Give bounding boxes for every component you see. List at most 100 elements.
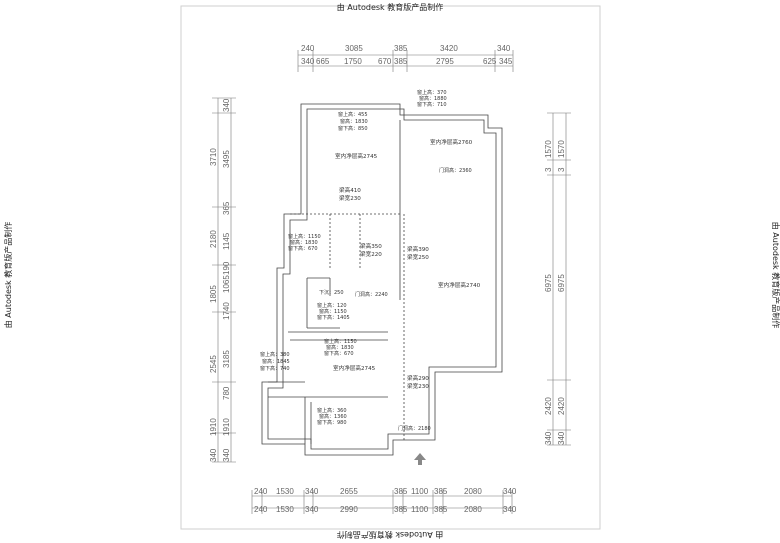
dim-text: 340 bbox=[503, 487, 517, 496]
door-height-label: 门洞高：2180 bbox=[398, 425, 431, 432]
window-notes: 窗上高：370 窗高：1880 窗下高：710 窗上高：455 窗高：1830 … bbox=[260, 89, 447, 426]
beam-text: 梁宽230 bbox=[339, 194, 361, 202]
dim-text: 2545 bbox=[209, 355, 218, 373]
dims-right: 1570 3 6975 2420 340 1570 3 6975 2420 34… bbox=[544, 140, 566, 445]
note-text: 窗下高：710 bbox=[417, 101, 447, 108]
dim-text: 340 bbox=[222, 98, 231, 112]
note-text: 窗上高：380 bbox=[260, 351, 290, 358]
dim-text: 1530 bbox=[276, 505, 294, 514]
watermark-top: 由 Autodesk 教育版产品制作 bbox=[337, 2, 443, 12]
dim-text: 1100 bbox=[411, 505, 429, 514]
note-text: 窗高：1880 bbox=[419, 95, 447, 102]
dim-text: 2990 bbox=[340, 505, 358, 514]
dim-text: 1740 bbox=[222, 302, 231, 320]
sheet-frame bbox=[180, 5, 601, 530]
beam-notes: 梁高410 梁宽230 梁高350 梁宽220 梁高390 梁宽250 梁高29… bbox=[339, 186, 429, 390]
door-height-label: 门洞高：2240 bbox=[355, 291, 388, 298]
dim-text: 6975 bbox=[557, 274, 566, 292]
dim-text: 340 bbox=[209, 448, 218, 462]
dim-text: 3420 bbox=[440, 44, 458, 53]
note-text: 窗高：1830 bbox=[340, 118, 368, 125]
note-text: 窗下高：740 bbox=[260, 365, 290, 372]
dim-text: 665 bbox=[316, 57, 330, 66]
door-height-label: 门洞高：2360 bbox=[439, 167, 472, 174]
dim-text: 340 bbox=[305, 505, 319, 514]
dim-text: 340 bbox=[557, 431, 566, 445]
dim-text: 385 bbox=[394, 44, 408, 53]
dim-text: 340 bbox=[301, 57, 315, 66]
note-text: 窗上高：1150 bbox=[288, 233, 321, 240]
dim-text: 3085 bbox=[345, 44, 363, 53]
dim-text: 340 bbox=[222, 448, 231, 462]
dim-text: 670 bbox=[378, 57, 392, 66]
dim-text: 340 bbox=[305, 487, 319, 496]
dim-text: 345 bbox=[499, 57, 513, 66]
dim-text: 3495 bbox=[222, 150, 231, 168]
note-text: 窗高：1360 bbox=[319, 413, 347, 420]
dim-text: 3185 bbox=[222, 350, 231, 368]
dim-text: 2795 bbox=[436, 57, 454, 66]
dim-text: 1570 bbox=[544, 140, 553, 158]
note-text: 窗上高：360 bbox=[317, 407, 347, 414]
dim-text: 385 bbox=[434, 487, 448, 496]
dim-text: 2180 bbox=[209, 230, 218, 248]
note-text: 窗上高：1150 bbox=[324, 338, 357, 345]
beam-text: 梁宽220 bbox=[360, 250, 382, 258]
note-text: 窗高：1845 bbox=[262, 358, 290, 365]
room-height-label: 室内净层高2745 bbox=[335, 152, 378, 160]
lowered-floor-label: 下沉：250 bbox=[319, 289, 344, 296]
beam-text: 梁高410 bbox=[339, 186, 361, 194]
dim-text: 780 bbox=[222, 386, 231, 400]
dim-text: 2420 bbox=[544, 397, 553, 415]
watermark-left: 由 Autodesk 教育版产品制作 bbox=[3, 222, 13, 328]
note-text: 窗下高：1405 bbox=[317, 314, 350, 321]
dim-text: 1570 bbox=[557, 140, 566, 158]
door-notes: 门洞高：2360 门洞高：2240 门洞高：2180 下沉：250 bbox=[319, 167, 472, 432]
note-text: 窗高：1150 bbox=[319, 308, 347, 315]
dim-text: 1145 bbox=[222, 232, 231, 250]
note-text: 窗高：1830 bbox=[290, 239, 318, 246]
dims-top: 240 3085 385 3420 340 340 665 1750 670 3… bbox=[301, 44, 513, 66]
dims-bottom: 240 1530 340 2655 385 1100 385 2080 340 … bbox=[254, 487, 517, 514]
dim-text: 240 bbox=[254, 505, 268, 514]
dim-text: 1805 bbox=[209, 285, 218, 303]
dim-text: 1065 bbox=[222, 275, 231, 293]
dim-text: 6975 bbox=[544, 274, 553, 292]
dim-text: 340 bbox=[497, 44, 511, 53]
dim-text: 2080 bbox=[464, 487, 482, 496]
room-labels: 室内净层高2745 室内净层高2760 室内净层高2740 室内净层高2745 bbox=[333, 138, 481, 372]
dim-text: 1910 bbox=[222, 418, 231, 436]
note-text: 窗上高：455 bbox=[338, 111, 368, 118]
room-height-label: 室内净层高2740 bbox=[438, 281, 481, 289]
note-text: 窗下高：670 bbox=[288, 245, 318, 252]
note-text: 窗高：1830 bbox=[326, 344, 354, 351]
note-text: 窗上高：120 bbox=[317, 302, 347, 309]
beam-text: 梁宽230 bbox=[407, 382, 429, 390]
note-text: 窗下高：980 bbox=[317, 419, 347, 426]
walls bbox=[261, 103, 503, 456]
beam-text: 梁宽250 bbox=[407, 253, 429, 261]
dim-text: 240 bbox=[301, 44, 315, 53]
beam-text: 梁高390 bbox=[407, 245, 429, 253]
beam-text: 梁高350 bbox=[360, 242, 382, 250]
dim-text: 2080 bbox=[464, 505, 482, 514]
entrance-arrow-icon bbox=[414, 453, 426, 465]
dim-text: 385 bbox=[394, 57, 408, 66]
room-height-label: 室内净层高2745 bbox=[333, 364, 376, 372]
dim-text: 1910 bbox=[209, 418, 218, 436]
dim-text: 2655 bbox=[340, 487, 358, 496]
dim-text: 340 bbox=[503, 505, 517, 514]
dim-text: 385 bbox=[394, 487, 408, 496]
dim-text: 385 bbox=[394, 505, 408, 514]
dim-text: 340 bbox=[544, 431, 553, 445]
dim-text: 190 bbox=[222, 261, 231, 275]
note-text: 窗下高：850 bbox=[338, 125, 368, 132]
watermark-bottom: 由 Autodesk 教育版产品制作 bbox=[337, 530, 443, 540]
note-text: 窗上高：370 bbox=[417, 89, 447, 96]
dim-text: 3 bbox=[544, 167, 553, 172]
dim-text: 385 bbox=[434, 505, 448, 514]
dim-text: 2420 bbox=[557, 397, 566, 415]
dim-text: 1750 bbox=[344, 57, 362, 66]
